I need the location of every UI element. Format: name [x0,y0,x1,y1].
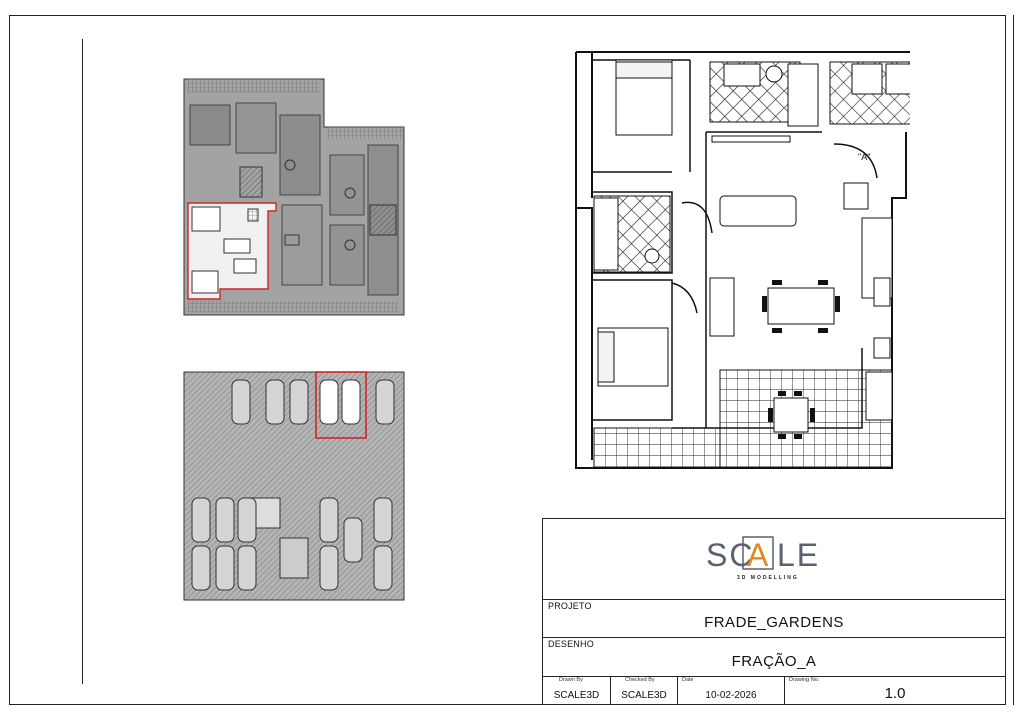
project-label: PROJETO [548,601,592,611]
drawing-no-cell: Drawing No. 1.0 [785,676,1005,704]
key-plan-floor [183,78,405,316]
project-row: PROJETO FRADE_GARDENS [543,599,1005,638]
svg-text:SC: SC [706,537,754,573]
drawing-label: DESENHO [548,639,594,649]
checked-by-cell: Checked By SCALE3D [611,676,678,704]
company-logo: SC A LE 3D MODELLING [543,519,1005,600]
margin-line [82,39,83,684]
sheet-border [9,15,1006,705]
meta-row: Drawn By SCALE3D Checked By SCALE3D Date… [543,676,1005,704]
title-block: SC A LE 3D MODELLING PROJETO FRADE_GARDE… [542,518,1006,705]
svg-text:A: A [747,537,769,573]
svg-text:LE: LE [777,537,820,573]
date-value: 10-02-2026 [705,690,757,701]
floor-plan-unit-a: "A" [575,51,910,469]
right-edge-line [1013,15,1014,705]
drawn-by-value: SCALE3D [553,690,600,701]
svg-text:3D MODELLING: 3D MODELLING [737,575,799,581]
door-tag-a: "A" [858,152,870,162]
key-plan-garage [183,371,405,601]
drawing-no-value: 1.0 [884,685,906,702]
checked-by-value: SCALE3D [621,690,667,701]
drawn-by-cell: Drawn By SCALE3D [543,676,611,704]
drawing-row: DESENHO FRAÇÃO_A [543,637,1005,677]
drawing-name: FRAÇÃO_A [731,653,817,670]
date-cell: Date 10-02-2026 [678,676,785,704]
project-name: FRADE_GARDENS [704,614,844,631]
